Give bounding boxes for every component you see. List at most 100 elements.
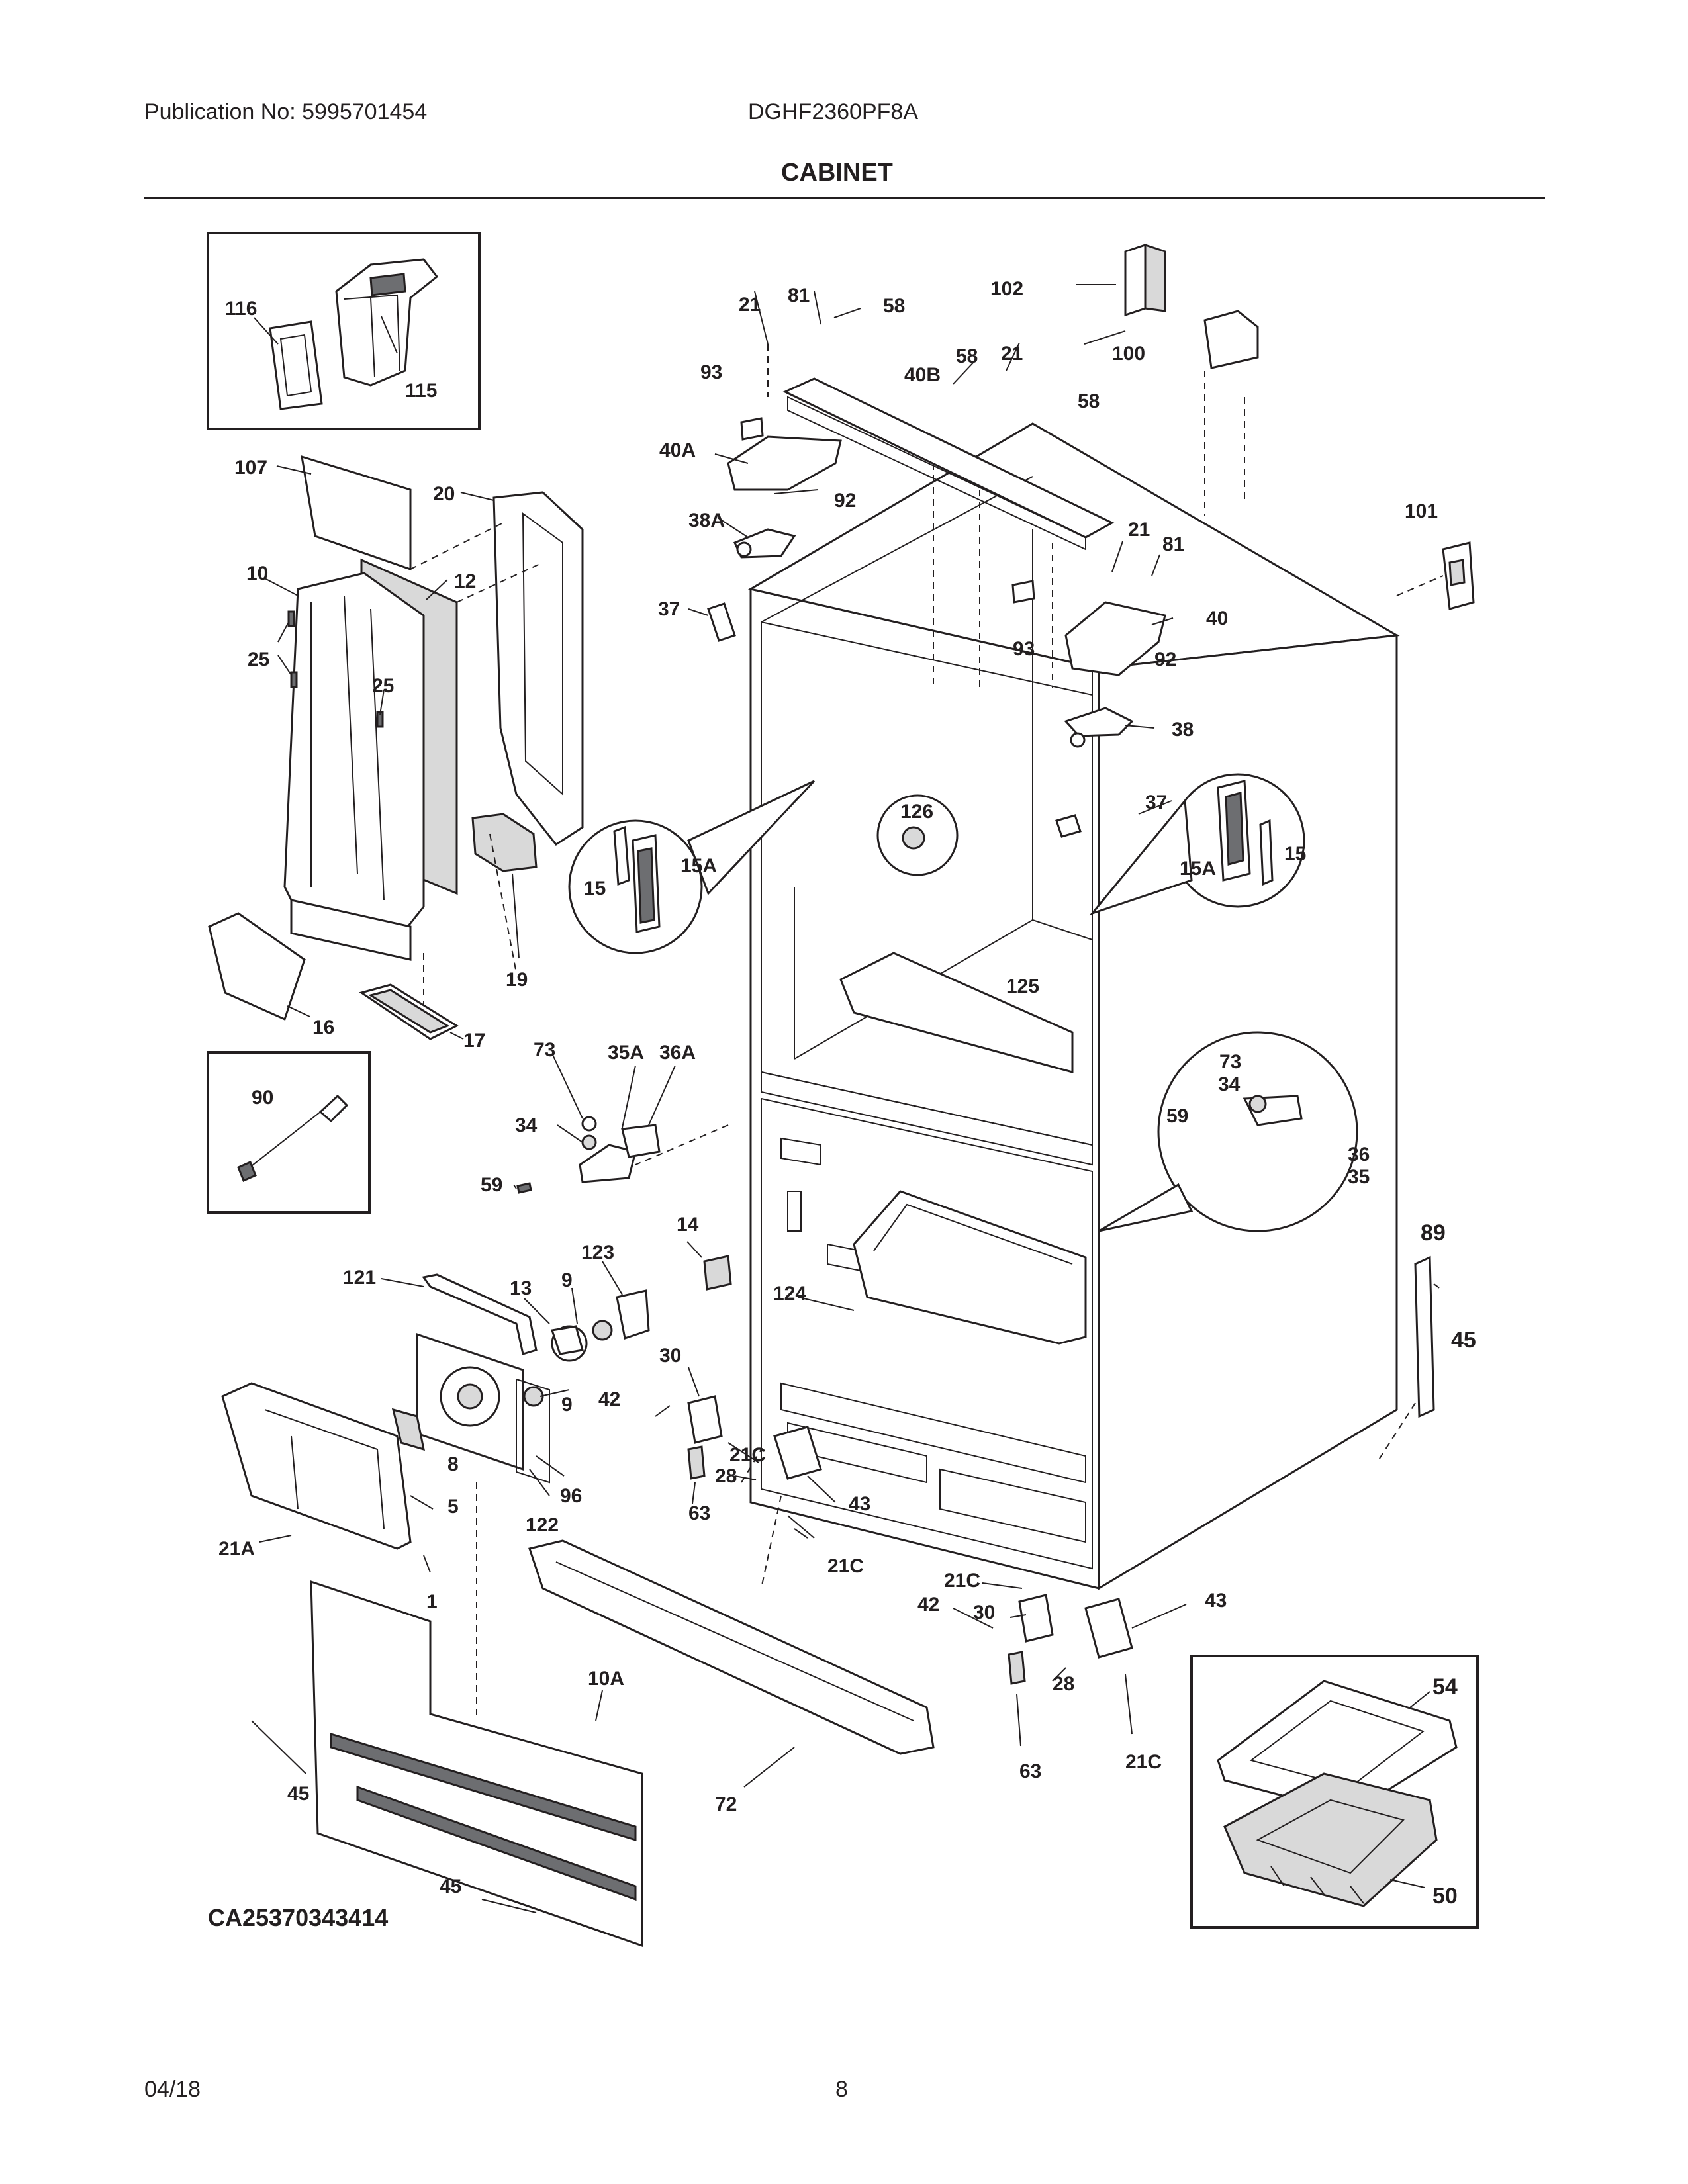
part-10a-back-panel [310,1580,643,1948]
part-93-block [740,417,1035,604]
page-title: CABINET [781,159,893,187]
leader-lines [251,284,1430,1913]
callout-54: 54 [1432,1674,1458,1700]
part-50-ice-tray [1223,1772,1438,1907]
callout-58-a: 58 [883,295,905,317]
callout-9-a: 9 [561,1269,573,1291]
part-20-duct-cover [492,491,584,846]
part-123-bracket [616,1289,650,1340]
part-9-grommet [523,1320,613,1407]
callout-1: 1 [426,1591,438,1613]
part-125-shelf [839,952,1074,1073]
detail-circle-left [568,780,816,954]
callout-15-a: 15 [584,878,606,899]
callout-21c-c: 21C [944,1570,980,1592]
part-17-drain-trough [359,983,459,1040]
callout-92-a: 92 [834,490,856,512]
part-16-deflector [208,912,306,1021]
callout-21c-b: 21C [827,1555,864,1577]
part-40-hinge-cover [1064,601,1166,676]
part-37-bumper [707,602,1082,838]
part-124-crisper-cover [853,1190,1087,1345]
callout-45-b: 45 [287,1783,309,1805]
callout-45-a: 45 [1451,1328,1476,1353]
callout-37-a: 37 [658,598,680,620]
callout-81-a: 81 [788,285,810,306]
callout-125: 125 [1006,976,1039,997]
callout-115: 115 [405,380,437,402]
callout-63-b: 63 [1019,1760,1041,1782]
callout-38: 38 [1172,719,1194,741]
callout-15a-b: 15A [1180,858,1216,880]
callout-43-a: 43 [849,1493,870,1515]
callout-16: 16 [312,1017,334,1038]
callout-36a: 36A [659,1042,696,1064]
cabinet-shell [747,422,1400,1590]
part-115-housing [335,258,439,387]
callout-72: 72 [715,1794,737,1815]
part-14-clip [703,1255,732,1291]
callout-40a: 40A [659,439,696,461]
part-122-fan-shroud [416,1332,524,1471]
part-126-sensor [876,794,959,876]
callout-58-c: 58 [1078,390,1100,412]
part-8-fan-blade [391,1408,425,1451]
callout-15a-a: 15A [680,855,717,877]
callout-17: 17 [463,1030,485,1052]
callout-101: 101 [1405,500,1438,522]
part-116-gasket [269,320,323,410]
callout-116: 116 [225,298,257,320]
callout-124: 124 [773,1283,806,1304]
part-101-bracket [1442,541,1475,610]
callout-38a: 38A [688,510,725,531]
callout-25-b: 25 [372,675,394,697]
callout-40: 40 [1206,608,1228,629]
callout-92-b: 92 [1154,649,1176,670]
callout-100: 100 [1112,343,1145,365]
callout-5: 5 [447,1496,459,1518]
part-1-condenser-housing [221,1382,412,1550]
callout-labels: 116 115 107 20 10 12 25 25 19 16 17 90 2… [208,278,1476,1931]
callout-45-c: 45 [440,1876,461,1897]
callout-21-c: 21 [1128,519,1150,541]
part-102-bracket [1124,243,1166,317]
callout-42-b: 42 [917,1594,939,1615]
callout-21-b: 21 [1001,343,1023,365]
inset-box-ice-tray [1190,1655,1479,1929]
alignment-lines [410,344,1444,1721]
inset-box-sensor [207,1051,371,1214]
callout-20: 20 [433,483,455,505]
inset-box-ice-bucket [207,232,481,430]
callout-30-b: 30 [973,1602,995,1623]
callout-89: 89 [1421,1220,1446,1246]
part-40b-top-brace [782,377,1115,551]
callout-96: 96 [560,1485,582,1507]
part-30-28-43-roller-right [1008,1594,1133,1685]
callout-122: 122 [526,1514,559,1536]
callout-93-a: 93 [700,361,722,383]
callout-63-a: 63 [688,1502,710,1524]
part-96-gasket [516,1378,550,1484]
callout-36: 36 [1348,1144,1370,1165]
callout-8: 8 [447,1453,459,1475]
callout-21a: 21A [218,1538,255,1560]
page-number: 8 [835,2077,848,2102]
callout-107: 107 [234,457,267,478]
callout-21c-d: 21C [1125,1751,1162,1773]
callout-35a: 35A [608,1042,644,1064]
callout-30-a: 30 [659,1345,681,1367]
part-121-wire-harness [422,1273,538,1355]
callout-50: 50 [1432,1884,1458,1909]
part-13-fan-motor [551,1325,588,1362]
callout-21-a: 21 [739,294,761,316]
detail-circle-right [1089,773,1305,916]
callout-35: 35 [1348,1166,1370,1188]
callout-40b: 40B [904,364,941,386]
part-72-kick-plate [528,1539,935,1755]
callout-12: 12 [454,570,476,592]
callout-73-a: 73 [534,1039,555,1061]
callout-126: 126 [900,801,933,823]
model-number: DGHF2360PF8A [748,99,918,124]
callout-93-b: 93 [1013,638,1035,660]
